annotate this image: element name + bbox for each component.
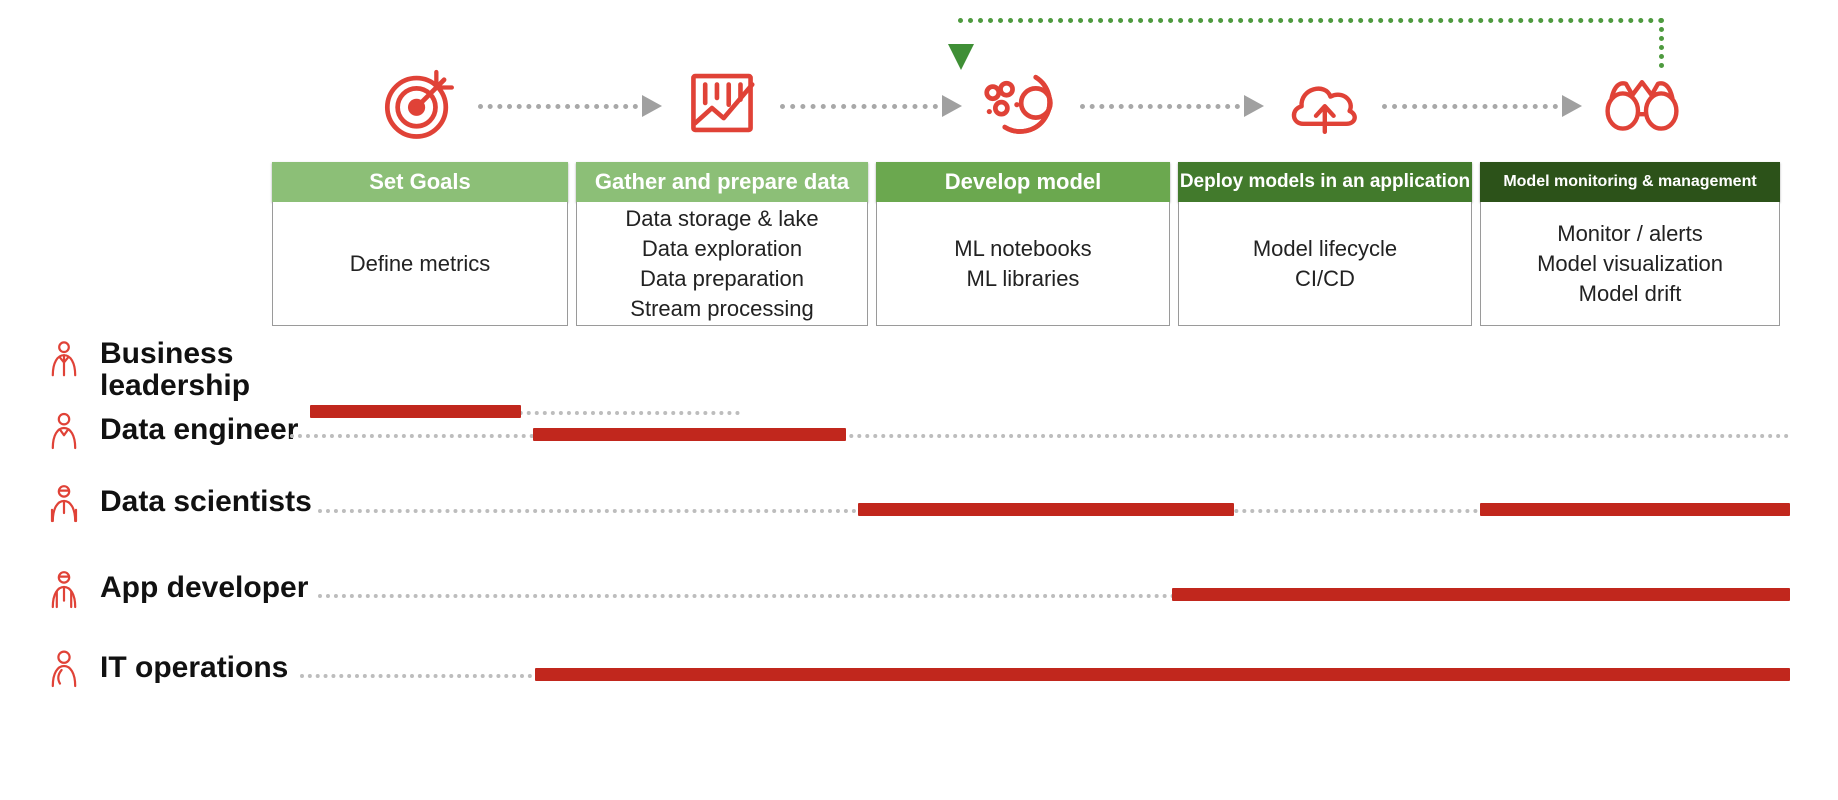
feedback-loop-horizontal-line [958, 18, 1664, 23]
stage-card-body: ML notebooks ML libraries [876, 202, 1170, 326]
stage-card-item: Data preparation [640, 265, 804, 291]
stage-connector-arrow-4 [1382, 95, 1582, 117]
stage-card-header: Develop model [876, 162, 1170, 202]
stage-card-item: CI/CD [1295, 265, 1355, 291]
stage-card-item: Define metrics [349, 250, 491, 276]
persona-track [310, 411, 740, 415]
persona-involvement-bar [535, 668, 1790, 681]
model-nodes-icon [976, 60, 1068, 151]
stage-icon-3 [967, 60, 1077, 150]
persona-involvement-bar [858, 503, 1234, 516]
persona-involvement-bar [310, 405, 521, 418]
stage-connector-arrow-2 [780, 95, 962, 117]
stage-card-header: Model monitoring & management [1480, 162, 1780, 202]
person-data-scientist-icon [44, 482, 86, 528]
persona-involvement-bar [1480, 503, 1790, 516]
stage-connector-arrow-1 [478, 95, 662, 117]
persona-label: IT operations [100, 651, 289, 684]
persona-label: Business leadership [100, 337, 251, 402]
persona-label: App developer [100, 571, 309, 604]
stage-connector-arrow-3 [1080, 95, 1264, 117]
stage-card-header: Gather and prepare data [576, 162, 868, 202]
stage-card-header: Set Goals [272, 162, 568, 202]
persona-involvement-bar [1172, 588, 1790, 601]
feedback-loop-arrowhead-icon [948, 44, 974, 70]
person-data-engineer-icon [44, 410, 86, 456]
stage-card-item: Data storage & lake [625, 205, 819, 231]
cloud-upload-icon [1281, 63, 1367, 148]
stage-icon-4 [1269, 60, 1379, 150]
stage-icon-5 [1587, 60, 1697, 150]
connector-dots [478, 103, 638, 109]
stage-card-3[interactable]: Develop model ML notebooks ML libraries [876, 162, 1170, 326]
stage-icon-1 [365, 60, 475, 150]
feedback-loop [948, 18, 1664, 70]
persona-track [290, 434, 1790, 438]
persona-track [318, 594, 1790, 598]
person-it-operations-icon [44, 648, 86, 694]
stage-card-item: Model drift [1578, 280, 1682, 306]
connector-dots [1382, 103, 1558, 109]
stage-card-item: Data exploration [641, 235, 803, 261]
stage-card-header: Deploy models in an application [1178, 162, 1472, 202]
feedback-loop-vertical-line [1659, 18, 1664, 68]
persona-row: Data engineer [0, 412, 1838, 478]
stage-icon-rail [0, 60, 1838, 150]
person-business-icon [44, 338, 86, 384]
stage-card-item: Model visualization [1537, 250, 1723, 276]
target-icon [377, 60, 463, 151]
persona-label: Data engineer [100, 413, 299, 446]
persona-row: App developer [0, 571, 1838, 638]
person-app-developer-icon [44, 568, 86, 614]
persona-involvement-bar [533, 428, 846, 441]
binoculars-icon [1594, 63, 1690, 148]
persona-row: Business leadership [0, 338, 1838, 418]
stage-card-item: Monitor / alerts [1557, 220, 1703, 246]
connector-arrowhead-icon [1562, 95, 1582, 117]
stage-icon-2 [667, 60, 777, 150]
persona-track [300, 674, 540, 678]
connector-arrowhead-icon [1244, 95, 1264, 117]
persona-label: Data scientists [100, 485, 312, 518]
connector-dots [1080, 103, 1240, 109]
persona-row: Data scientists [0, 485, 1838, 553]
connector-arrowhead-icon [942, 95, 962, 117]
connector-arrowhead-icon [642, 95, 662, 117]
stage-card-body: Define metrics [272, 202, 568, 326]
persona-row: IT operations [0, 650, 1838, 718]
stage-card-item: Stream processing [630, 295, 814, 321]
line-chart-icon [680, 61, 764, 150]
stage-card-item: ML libraries [966, 265, 1080, 291]
stage-card-item: ML notebooks [954, 235, 1092, 261]
stage-card-item: Model lifecycle [1252, 235, 1398, 261]
connector-dots [780, 103, 938, 109]
